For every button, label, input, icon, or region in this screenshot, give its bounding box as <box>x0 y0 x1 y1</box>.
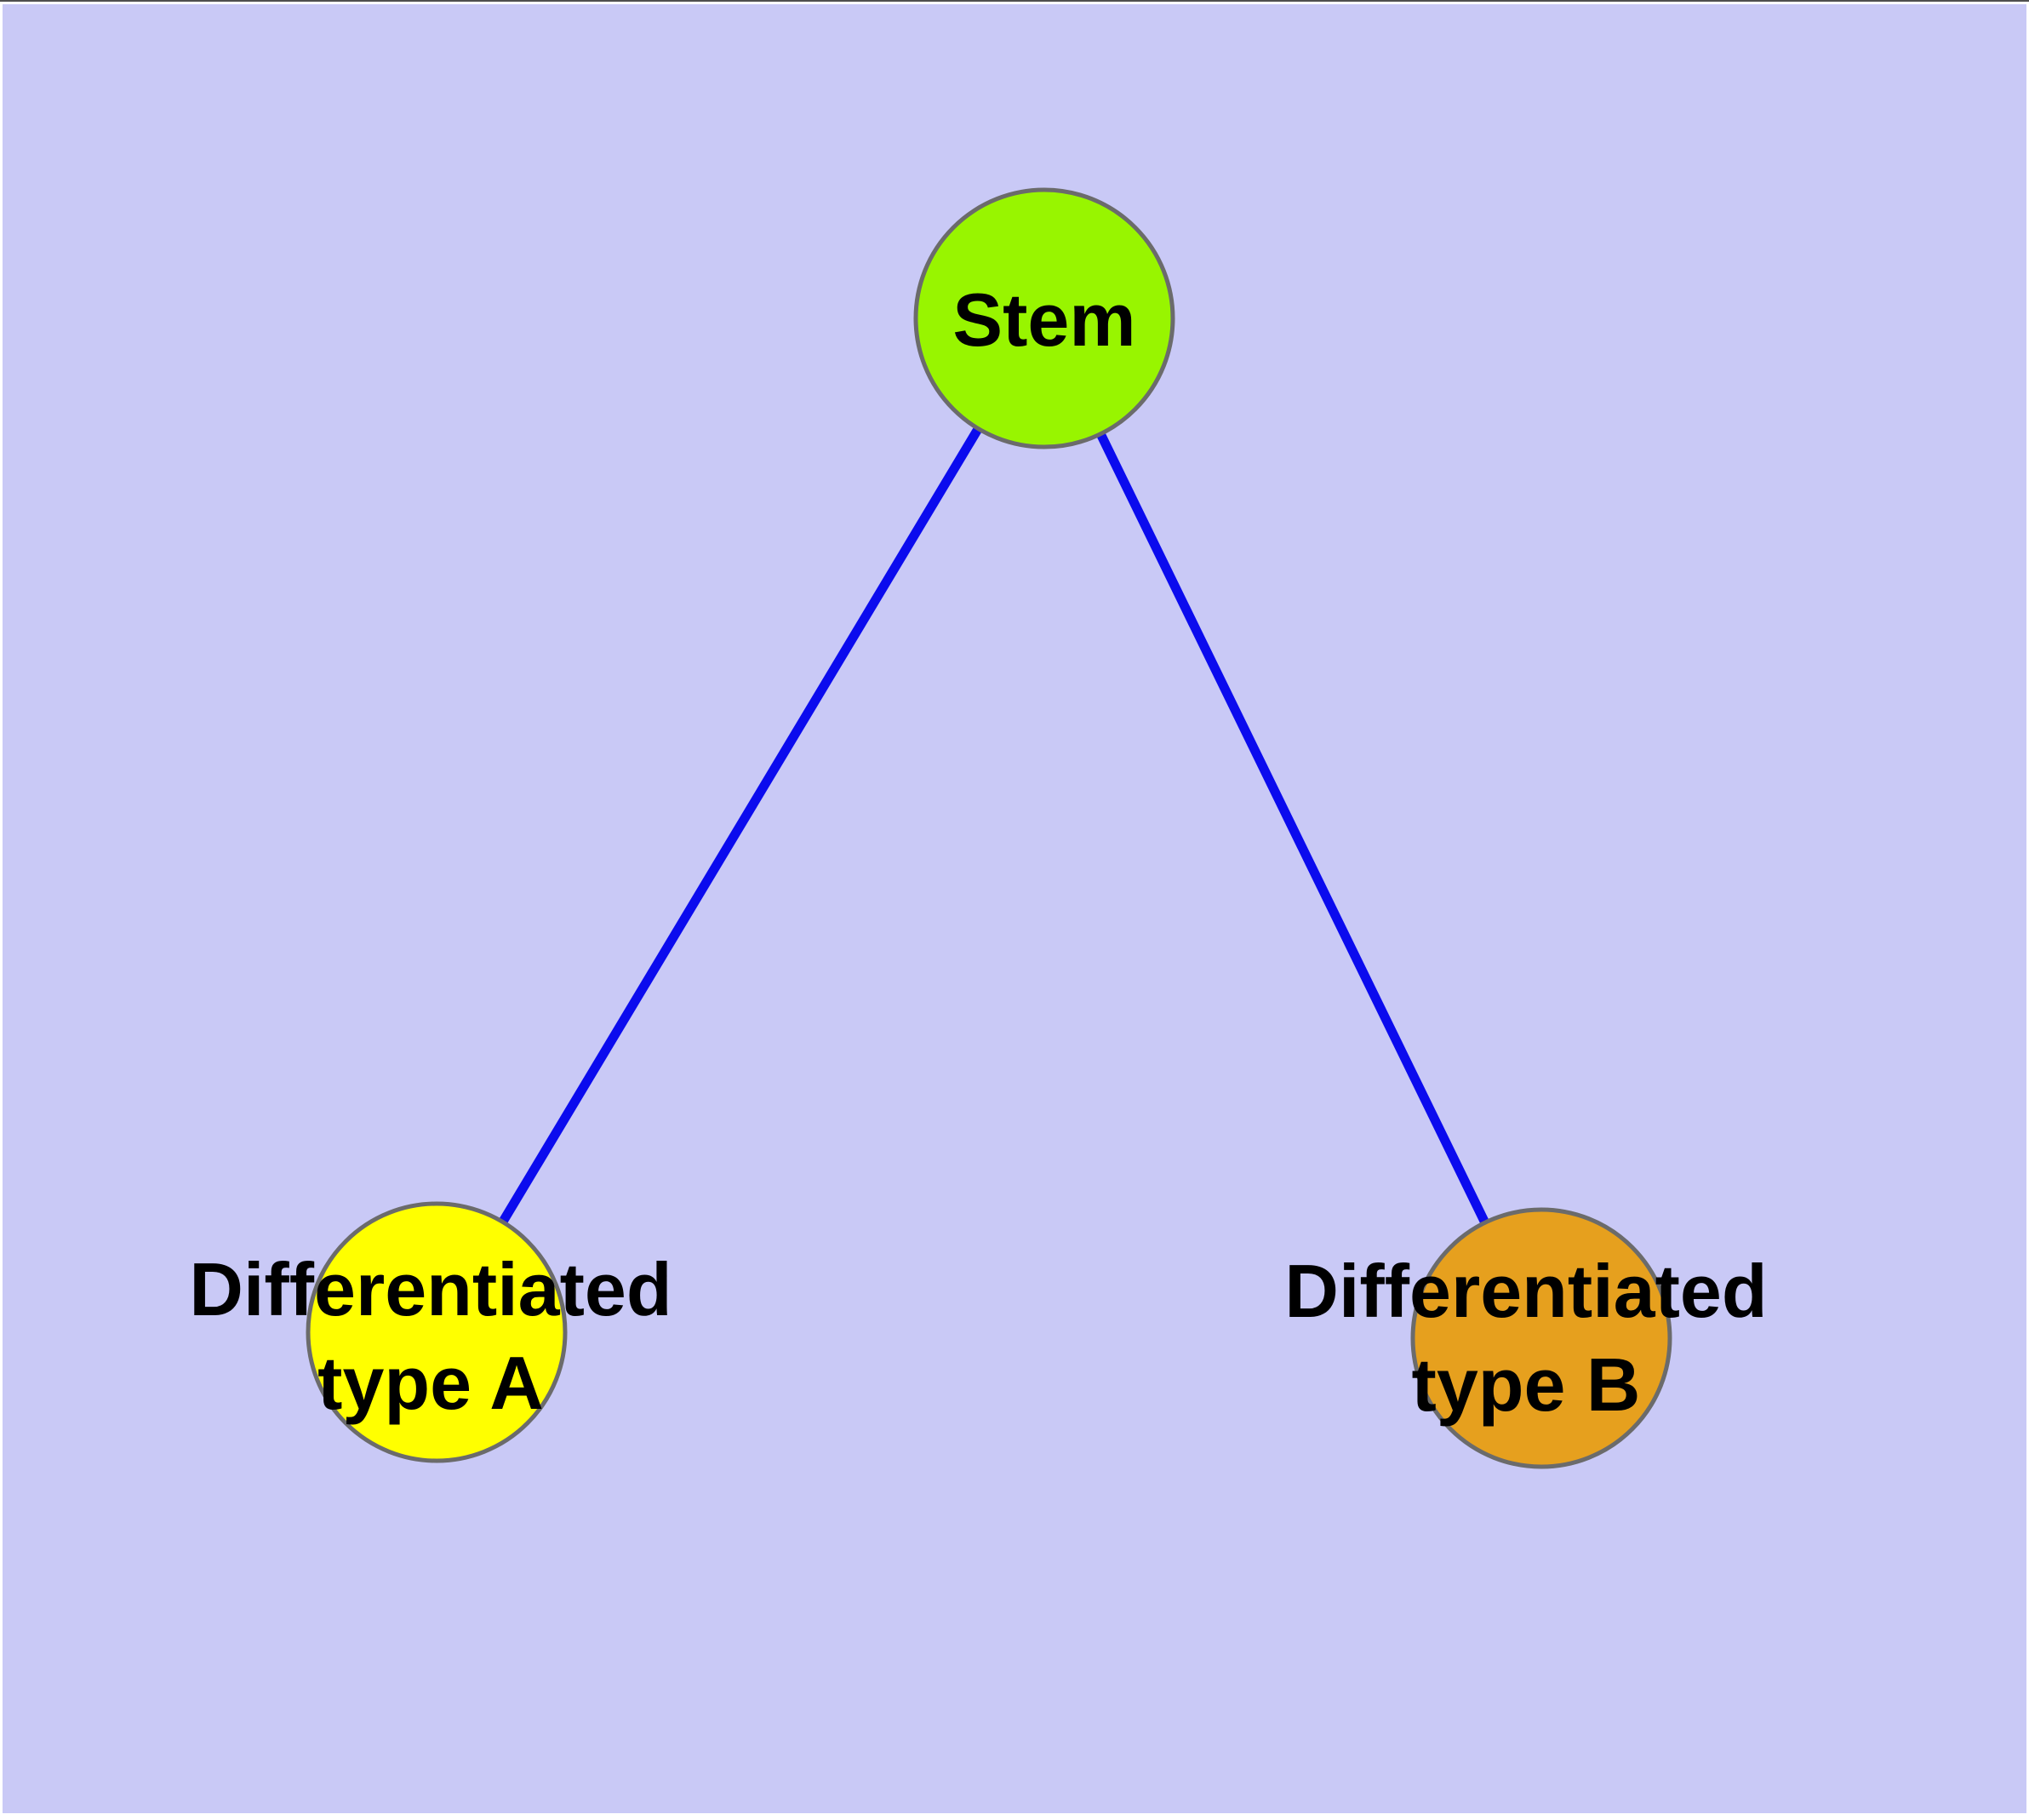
node-circle-type-a[interactable] <box>306 1201 568 1463</box>
node-circle-type-b[interactable] <box>1410 1207 1672 1469</box>
graph-svg <box>306 187 1672 1469</box>
window-top-border <box>0 0 2029 2</box>
graph-canvas: Stem Differentiated type A Differentiate… <box>3 4 2026 1813</box>
edge-stem-to-type-b[interactable] <box>1040 316 1546 1341</box>
node-circle-stem[interactable] <box>913 187 1175 449</box>
edge-stem-to-type-a[interactable] <box>432 316 1049 1335</box>
